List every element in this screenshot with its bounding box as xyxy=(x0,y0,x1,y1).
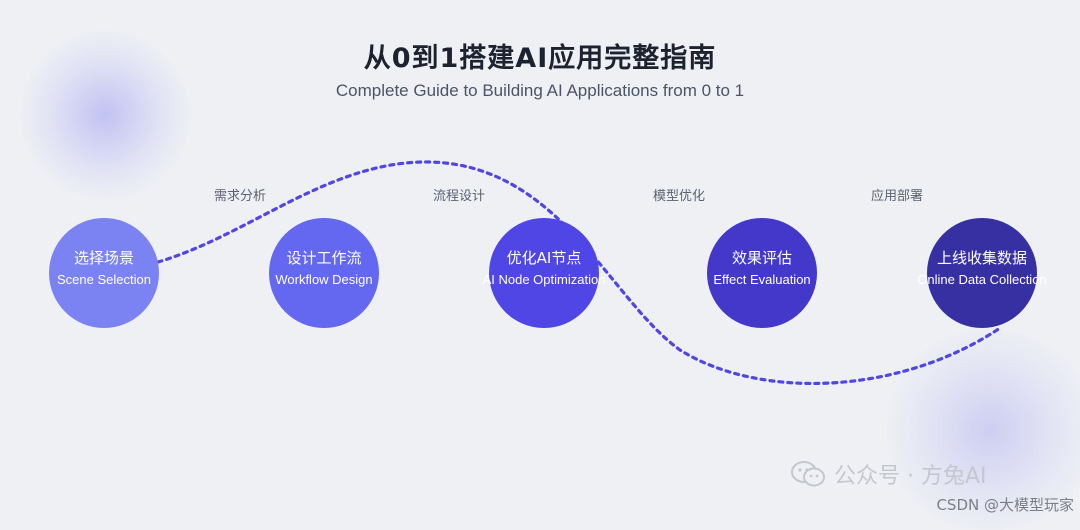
wechat-watermark: 公众号 · 方兔AI xyxy=(790,458,987,490)
wechat-icon xyxy=(791,461,825,487)
watermark-text: 公众号 · 方兔AI xyxy=(834,464,987,489)
step-node-effect-evaluation: 效果评估 Effect Evaluation xyxy=(707,218,817,328)
step-title-zh: 效果评估 xyxy=(731,249,792,267)
step-title-en: Workflow Design xyxy=(275,272,373,287)
step-node-online-data-collection: 上线收集数据 Online Data Collection xyxy=(917,218,1047,328)
step-title-zh: 上线收集数据 xyxy=(936,249,1027,267)
step-title-en: Effect Evaluation xyxy=(713,272,811,287)
step-title-zh: 选择场景 xyxy=(73,249,134,267)
page-subtitle: Complete Guide to Building AI Applicatio… xyxy=(335,81,745,100)
step-title-zh: 优化AI节点 xyxy=(506,249,582,267)
step-node-ai-node-optimization: 优化AI节点 AI Node Optimization xyxy=(483,218,605,328)
phase-label-model-optimization: 模型优化 xyxy=(652,189,705,204)
phase-label-deployment: 应用部署 xyxy=(870,189,923,204)
phase-label-requirements: 需求分析 xyxy=(213,189,266,204)
step-title-en: Scene Selection xyxy=(57,272,151,287)
step-title-en: AI Node Optimization xyxy=(482,272,606,287)
step-title-en: Online Data Collection xyxy=(917,272,1047,287)
phase-label-flow-design: 流程设计 xyxy=(432,189,485,204)
csdn-credit: CSDN @大模型玩家 xyxy=(936,496,1074,514)
step-title-zh: 设计工作流 xyxy=(286,249,362,267)
step-node-workflow-design: 设计工作流 Workflow Design xyxy=(269,218,379,328)
page-title: 从0到1搭建AI应用完整指南 xyxy=(363,43,717,74)
step-node-scene-selection: 选择场景 Scene Selection xyxy=(49,218,159,328)
